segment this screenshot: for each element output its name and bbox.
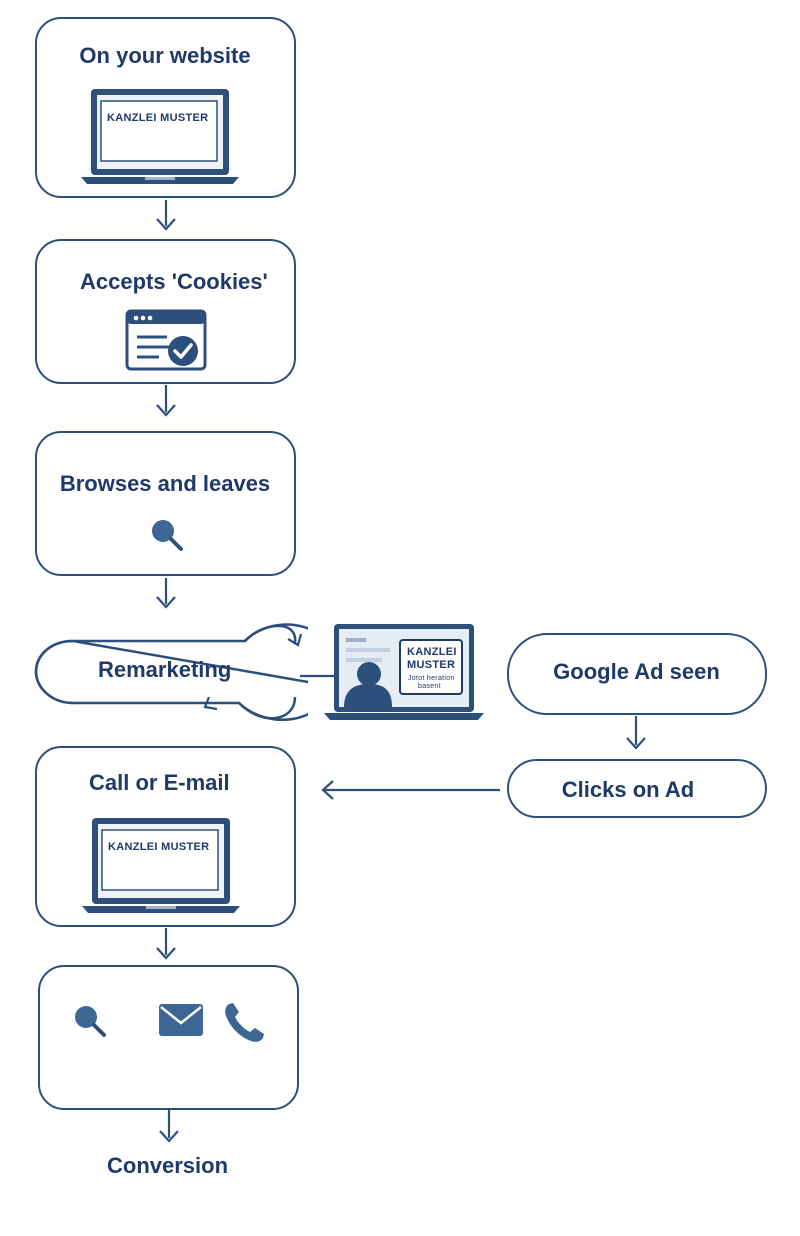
clicks-on-ad-label: Clicks on Ad — [561, 777, 695, 802]
search-icon — [149, 517, 185, 553]
search-icon — [72, 1003, 108, 1039]
google-ad-seen-box: Google Ad seen — [507, 633, 767, 715]
ad-preview-line1: KANZLEI — [407, 646, 457, 658]
conversion-label: Conversion — [107, 1153, 229, 1178]
google-ad-seen-label: Google Ad seen — [553, 659, 720, 684]
arrow-head — [156, 218, 176, 231]
step-browse-box: Browses and leaves — [35, 431, 296, 576]
step-channels-box — [38, 965, 299, 1110]
step-browse-label: Browses and leaves — [59, 471, 271, 496]
step-contact-box: Call or E-mail KANZLEI MUSTER — [35, 746, 296, 927]
step-cookies-box: Accepts 'Cookies' — [35, 239, 296, 384]
phone-icon — [223, 1001, 267, 1043]
mail-icon — [158, 1003, 204, 1037]
remarketing-shape: Remarketing — [33, 617, 308, 729]
person-laptop-icon: KANZLEI MUSTER Jotot heration basent — [324, 624, 484, 722]
ad-preview-line2: MUSTER — [407, 659, 456, 671]
browser-check-icon — [125, 309, 209, 373]
contact-screen-text: KANZLEI MUSTER — [108, 841, 210, 853]
laptop-icon: KANZLEI MUSTER — [81, 87, 239, 187]
step-website-box: On your website KANZLEI MUSTER — [35, 17, 296, 198]
ad-preview-line4: basent — [418, 683, 441, 690]
step-website-label: On your website — [79, 43, 251, 68]
website-screen-text: KANZLEI MUSTER — [107, 112, 209, 124]
laptop-icon: KANZLEI MUSTER — [82, 816, 240, 916]
step-cookies-label: Accepts 'Cookies' — [80, 269, 268, 294]
ad-preview-line3: Jotot heration — [408, 675, 455, 682]
step-contact-label: Call or E-mail — [89, 770, 230, 795]
clicks-on-ad-box: Clicks on Ad — [507, 759, 767, 818]
step-remarketing-label: Remarketing — [98, 657, 232, 682]
